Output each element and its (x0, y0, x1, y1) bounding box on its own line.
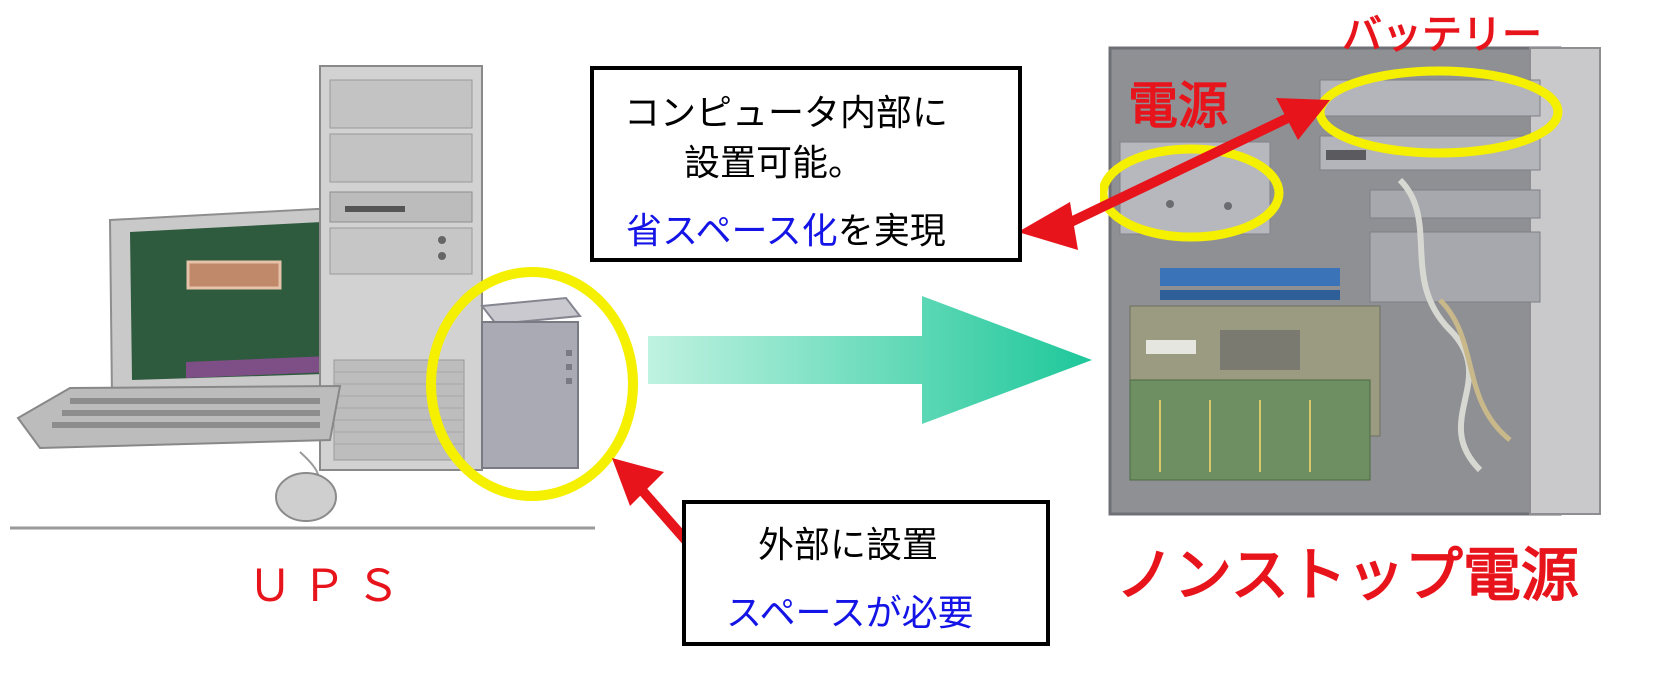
external-callout: 外部に設置 スペースが必要 (682, 500, 1050, 646)
ups-label: ＵＰＳ (248, 561, 410, 612)
external-callout-line1: 外部に設置 (758, 525, 939, 566)
external-callout-line2: スペースが必要 (726, 593, 974, 634)
internal-red-arrow (1018, 98, 1330, 250)
internal-callout-line2: 設置可能。 (684, 143, 865, 184)
internal-callout-line3: 省スペース化を実現 (626, 202, 946, 254)
ups-box-illustration (480, 296, 582, 469)
mouse-illustration (275, 472, 337, 522)
internal-callout-line3-rest: を実現 (837, 211, 946, 252)
nonstop-power-label: ノンストップ電源 (1116, 541, 1579, 609)
external-red-arrow (612, 458, 694, 549)
internal-callout-line1: コンピュータ内部に (624, 93, 949, 134)
keyboard-illustration (16, 384, 342, 450)
power-supply-label: 電源 (1128, 77, 1228, 135)
battery-label: バッテリー (1342, 12, 1542, 58)
open-pc-illustration (1100, 46, 1601, 516)
transition-arrow (648, 296, 1092, 424)
ups-pc-illustration (10, 65, 638, 530)
ups-highlight-circle (426, 267, 638, 501)
space-saving-highlight: 省スペース化 (626, 211, 838, 252)
power-supply-highlight-circle (1100, 144, 1284, 242)
tower-illustration (319, 65, 483, 471)
internal-callout: コンピュータ内部に 設置可能。 省スペース化を実現 (590, 66, 1022, 262)
